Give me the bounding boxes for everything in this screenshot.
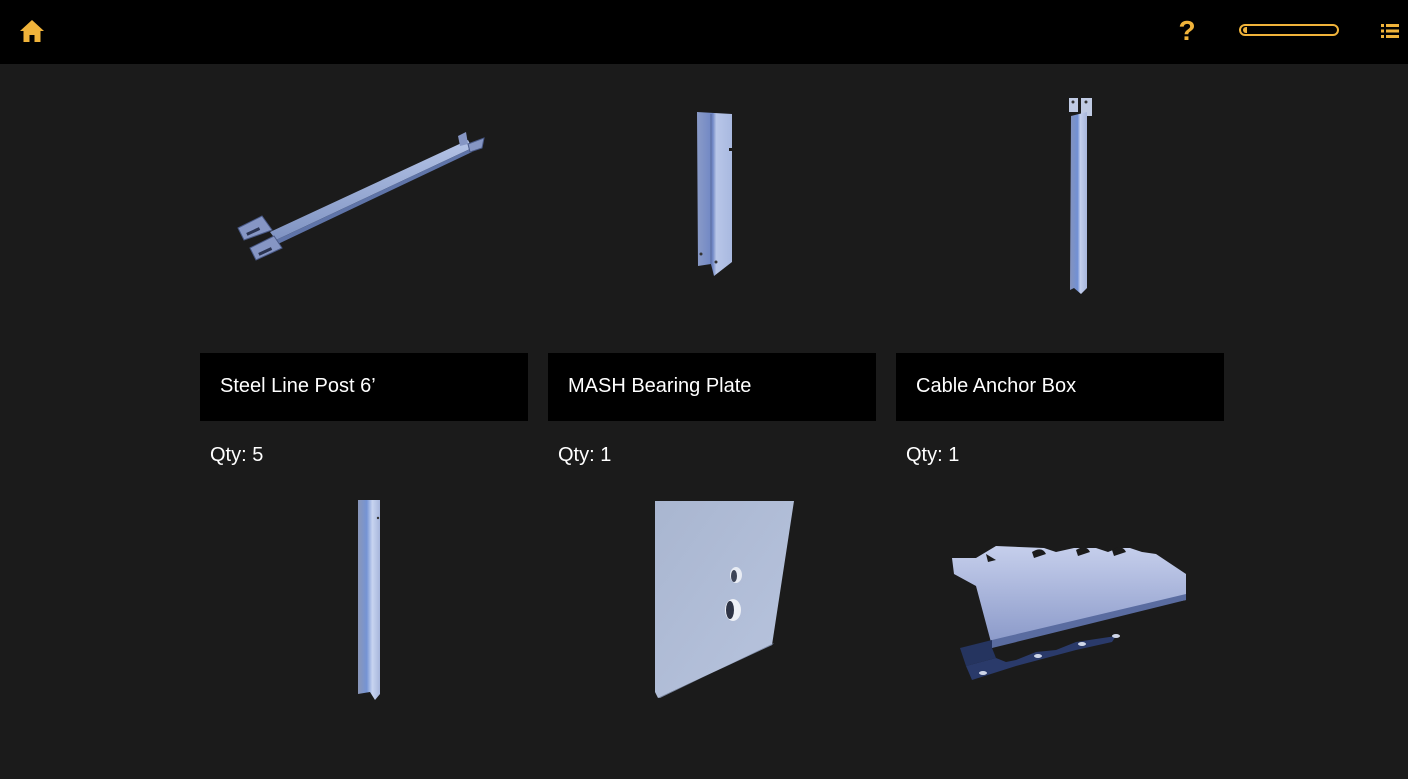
progress-fill <box>1243 27 1247 33</box>
part-image[interactable] <box>896 64 1224 353</box>
progress-bar[interactable] <box>1239 24 1339 36</box>
part-quantity: Qty: 1 <box>906 444 960 466</box>
bearing-plate-render <box>655 501 794 698</box>
part-title-button[interactable]: Steel Line Post 6’ <box>200 353 528 421</box>
part-quantity: Qty: 1 <box>558 444 612 466</box>
part-image[interactable] <box>200 490 528 779</box>
help-button[interactable]: ? <box>1176 16 1198 46</box>
part-name: Cable Anchor Box <box>916 375 1077 397</box>
part-image[interactable] <box>548 64 876 353</box>
part-title-button[interactable]: MASH Bearing Plate <box>548 353 876 421</box>
part-image[interactable] <box>548 490 876 779</box>
part-name: MASH Bearing Plate <box>568 375 752 397</box>
home-button[interactable] <box>19 19 45 43</box>
top-bar: ? <box>0 0 1408 64</box>
steel-line-post-render <box>237 132 485 261</box>
home-icon <box>20 20 44 42</box>
narrow-post-render <box>358 500 380 700</box>
cable-anchor-bracket-render <box>952 546 1186 680</box>
post-with-brackets-render <box>1069 98 1092 294</box>
part-image[interactable] <box>896 490 1224 779</box>
list-icon <box>1381 24 1399 38</box>
question-mark-icon: ? <box>1178 15 1196 46</box>
part-quantity: Qty: 5 <box>210 444 264 466</box>
menu-button[interactable] <box>1381 23 1399 39</box>
part-name: Steel Line Post 6’ <box>220 375 376 397</box>
post-render <box>697 112 734 276</box>
part-title-button[interactable]: Cable Anchor Box <box>896 353 1224 421</box>
part-image[interactable] <box>200 64 528 353</box>
